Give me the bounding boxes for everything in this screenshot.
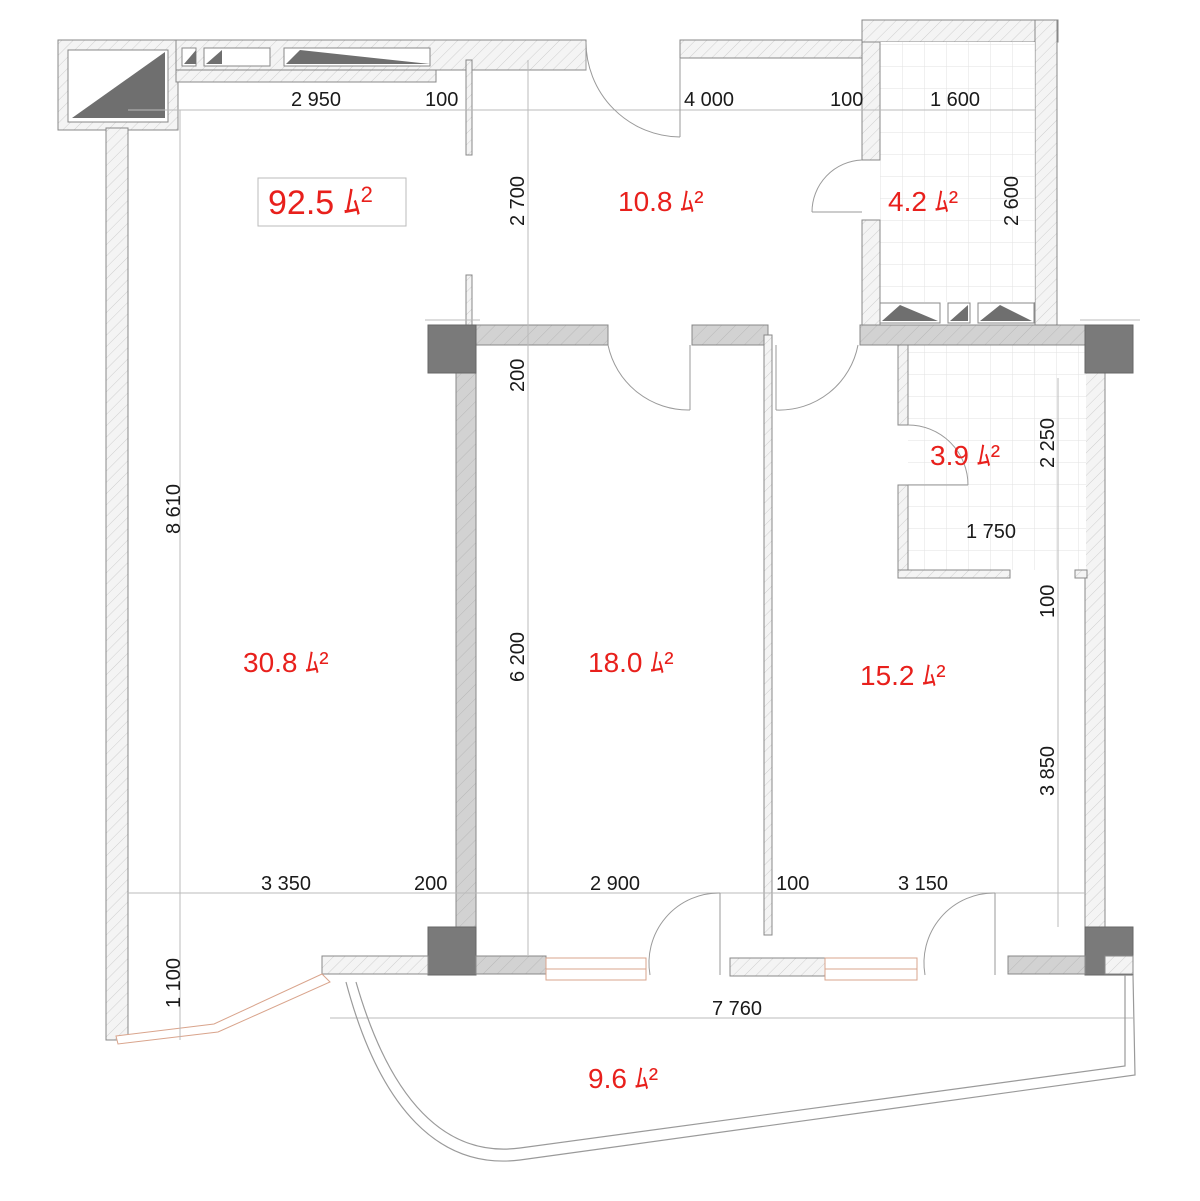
dimension-label: 8 610 bbox=[163, 484, 185, 534]
dimension-label: 2 900 bbox=[590, 873, 640, 895]
bath-right-tiles bbox=[908, 345, 1086, 570]
dimension-label: 3 350 bbox=[261, 873, 311, 895]
dimension-label: 100 bbox=[425, 89, 458, 111]
dimension-label: 1 600 bbox=[930, 89, 980, 111]
room-area-label: 15.2 ﾑ² bbox=[860, 660, 946, 691]
dimension-label: 4 000 bbox=[684, 89, 734, 111]
dimension-label: 6 200 bbox=[507, 632, 529, 682]
dimension-label: 3 150 bbox=[898, 873, 948, 895]
bath-right-walls bbox=[897, 344, 1088, 579]
dimension-label: 100 bbox=[1037, 585, 1059, 618]
dimension-label: 2 250 bbox=[1037, 418, 1059, 468]
balcony-outline bbox=[345, 974, 1136, 1162]
room-area-label: 4.2 ﾑ² bbox=[888, 186, 958, 217]
interior-walls bbox=[427, 59, 1134, 976]
room-area-label: 9.6 ﾑ² bbox=[588, 1063, 658, 1094]
dimension-label: 2 700 bbox=[507, 176, 529, 226]
dimension-label: 2 950 bbox=[291, 89, 341, 111]
bath-top-tiles bbox=[880, 42, 1035, 302]
dimension-label: 200 bbox=[414, 873, 447, 895]
dimension-label: 7 760 bbox=[712, 998, 762, 1020]
total-area: 92.5 ﾑ2 bbox=[268, 182, 373, 222]
dimension-label: 100 bbox=[830, 89, 863, 111]
doors bbox=[585, 41, 996, 976]
dimension-label: 100 bbox=[776, 873, 809, 895]
room-area-label: 10.8 ﾑ² bbox=[618, 186, 704, 217]
bath-top-walls bbox=[861, 41, 881, 326]
dimension-label: 200 bbox=[507, 359, 529, 392]
dimension-label: 3 850 bbox=[1037, 746, 1059, 796]
room-area-label: 30.8 ﾑ² bbox=[243, 647, 329, 678]
total-area-box bbox=[257, 177, 407, 227]
room-area-label: 3.9 ﾑ² bbox=[930, 440, 1000, 471]
dimension-label: 2 600 bbox=[1001, 176, 1023, 226]
dimension-label: 1 750 bbox=[966, 521, 1016, 543]
facade bbox=[115, 955, 1134, 1045]
dimension-label: 1 100 bbox=[163, 958, 185, 1008]
reference-lines bbox=[128, 60, 1140, 1040]
room-area-label: 18.0 ﾑ² bbox=[588, 647, 674, 678]
